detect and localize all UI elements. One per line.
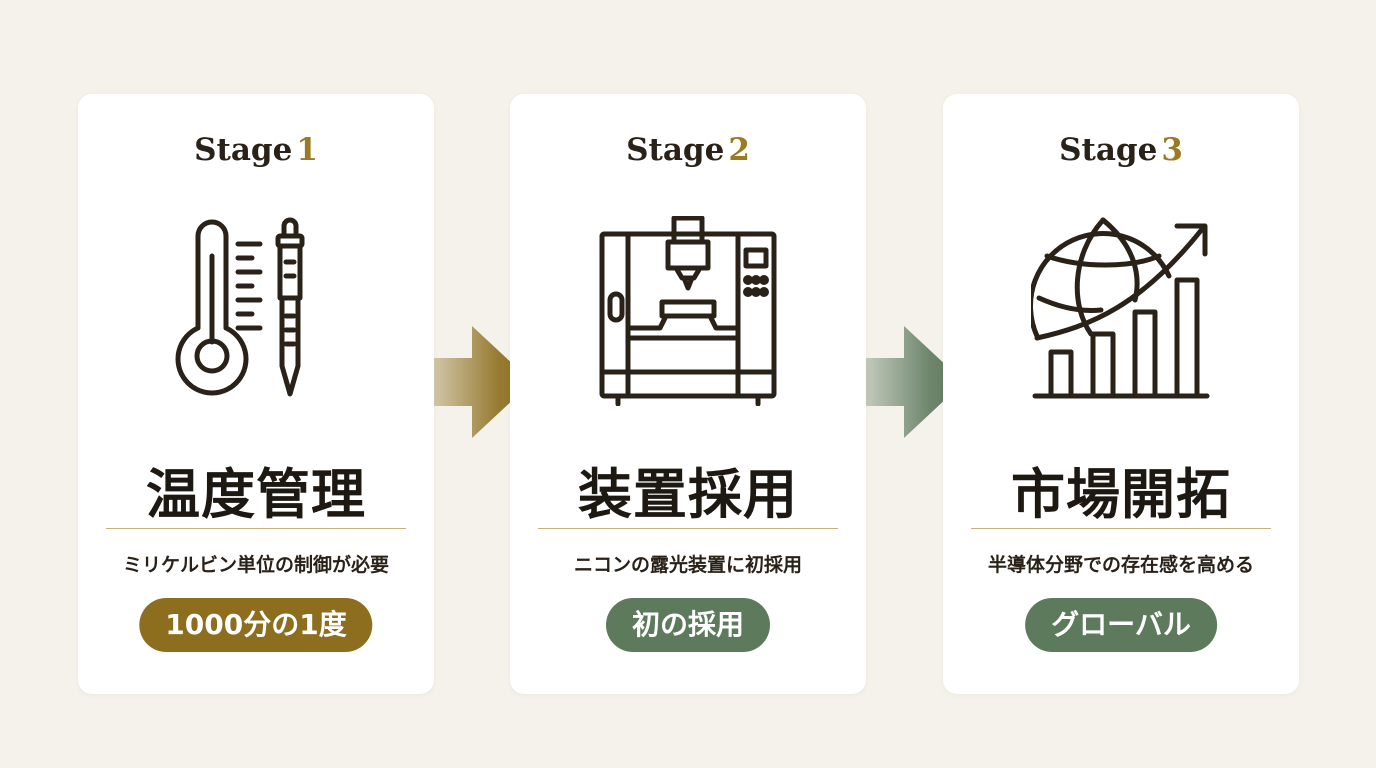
globe-growth-chart-icon (1028, 216, 1211, 406)
stage-badge: 初の採用 (605, 598, 771, 652)
stage-description: 半導体分野での存在感を高める (987, 554, 1254, 576)
stage-word: Stage (194, 132, 293, 168)
exposure-machine-icon (598, 215, 778, 407)
stage-heading: 温度管理 (146, 462, 366, 526)
stage-heading: 装置採用 (578, 462, 798, 526)
thermometer-pipette-icon (166, 216, 346, 406)
stage-description: ニコンの露光装置に初採用 (573, 554, 802, 576)
stage-badge: 1000分の1度 (139, 598, 373, 652)
stage-number: 3 (1161, 132, 1183, 168)
gold-arrow-right-icon (396, 326, 532, 438)
green-arrow-right-icon (828, 326, 964, 438)
divider (106, 528, 406, 529)
stage-heading: 市場開拓 (1011, 462, 1231, 526)
stage-description: ミリケルビン単位の制御が必要 (122, 554, 389, 576)
stage-word: Stage (626, 132, 725, 168)
stage-badge: グローバル (1025, 598, 1217, 652)
stage-number: 2 (728, 132, 750, 168)
divider (538, 528, 838, 529)
stage-word: Stage (1059, 132, 1158, 168)
stage-number: 1 (296, 132, 318, 168)
divider (971, 528, 1271, 529)
